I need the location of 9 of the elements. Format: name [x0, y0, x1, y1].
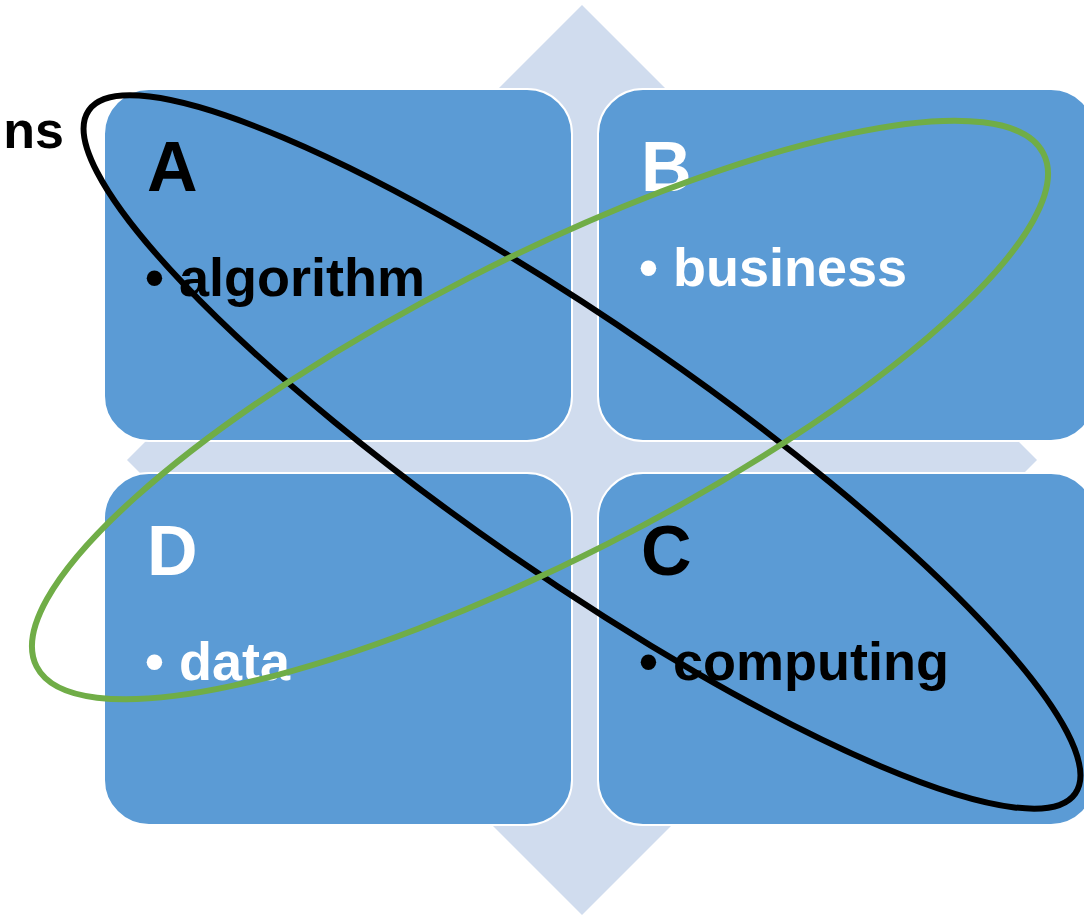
quadrant-box: [597, 472, 1084, 826]
quadrant-box: [103, 472, 573, 826]
quadrant-box: [103, 88, 573, 442]
quadrant-letter: D: [147, 516, 198, 586]
bullet-item: • business: [639, 240, 907, 294]
partial-text: ns: [3, 104, 64, 156]
quadrant-box: [597, 88, 1084, 442]
quadrant-letter: A: [147, 132, 198, 202]
quadrant-letter: C: [641, 516, 692, 586]
